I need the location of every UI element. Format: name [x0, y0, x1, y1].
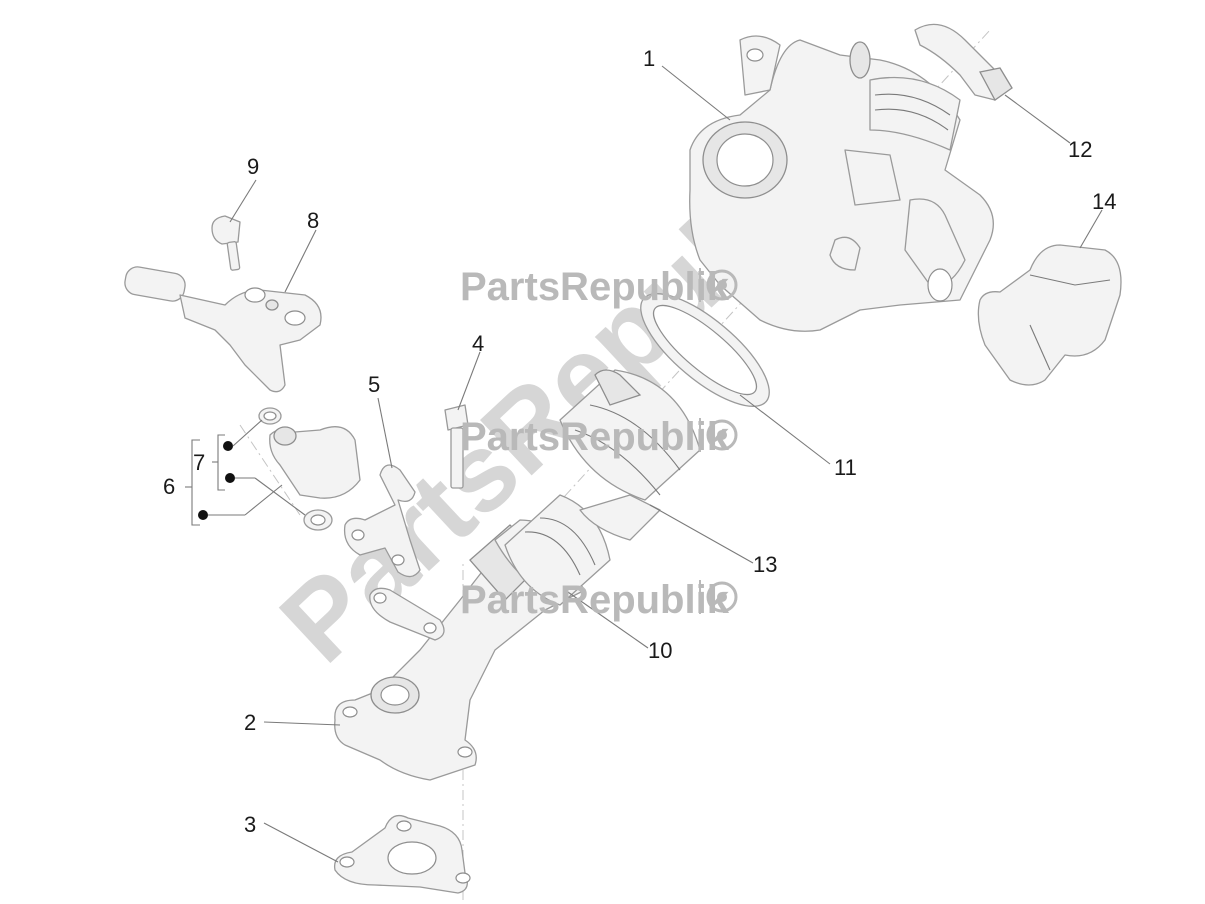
callout-2: 2 — [244, 710, 256, 735]
callout-8: 8 — [307, 208, 319, 233]
part-13-spacer — [559, 369, 701, 541]
callout-14: 14 — [1092, 189, 1116, 214]
callout-labels: 1 2 3 4 5 6 7 8 9 10 11 12 13 14 — [163, 46, 1116, 837]
callout-9: 9 — [247, 154, 259, 179]
injector-axis — [239, 424, 301, 516]
part-4-bolt — [444, 404, 469, 489]
part-8-fuel-connector — [124, 266, 322, 393]
callout-3: 3 — [244, 812, 256, 837]
watermark-small-1: PartsRepublik — [460, 265, 738, 309]
callout-7: 7 — [193, 450, 205, 475]
group-dot-c — [198, 510, 208, 520]
part-9-screw — [211, 215, 241, 271]
watermark-text: PartsRepublik — [460, 265, 730, 309]
callout-5: 5 — [368, 372, 380, 397]
watermark-text: PartsRepublik — [460, 578, 730, 622]
group-dot-b — [225, 473, 235, 483]
gear-icon — [706, 581, 738, 613]
gear-icon — [706, 419, 738, 451]
part-12-clamp — [914, 23, 1013, 101]
gear-icon — [706, 269, 738, 301]
part-1-throttle-body — [689, 35, 994, 332]
part-14-sensor-cover — [977, 244, 1122, 386]
part-3-gasket — [333, 814, 471, 894]
part-11-seal — [640, 293, 770, 407]
part-10-intake-rubber — [504, 494, 611, 606]
callout-6: 6 — [163, 474, 175, 499]
leader-lines — [229, 65, 1103, 863]
part-5-bracket — [343, 464, 421, 578]
part-7-injector — [258, 407, 361, 531]
callout-1: 1 — [643, 46, 655, 71]
watermark-text: PartsRepublik — [460, 415, 730, 459]
group-dot-a — [223, 441, 233, 451]
callout-11: 11 — [834, 455, 857, 480]
callout-13: 13 — [753, 552, 777, 577]
watermark-small-2: PartsRepublik — [460, 415, 738, 459]
callout-4: 4 — [472, 331, 484, 356]
callout-12: 12 — [1068, 137, 1092, 162]
group-bracket-6-7 — [185, 419, 306, 526]
callout-10: 10 — [648, 638, 672, 663]
watermark-small-3: PartsRepublik — [460, 578, 738, 622]
